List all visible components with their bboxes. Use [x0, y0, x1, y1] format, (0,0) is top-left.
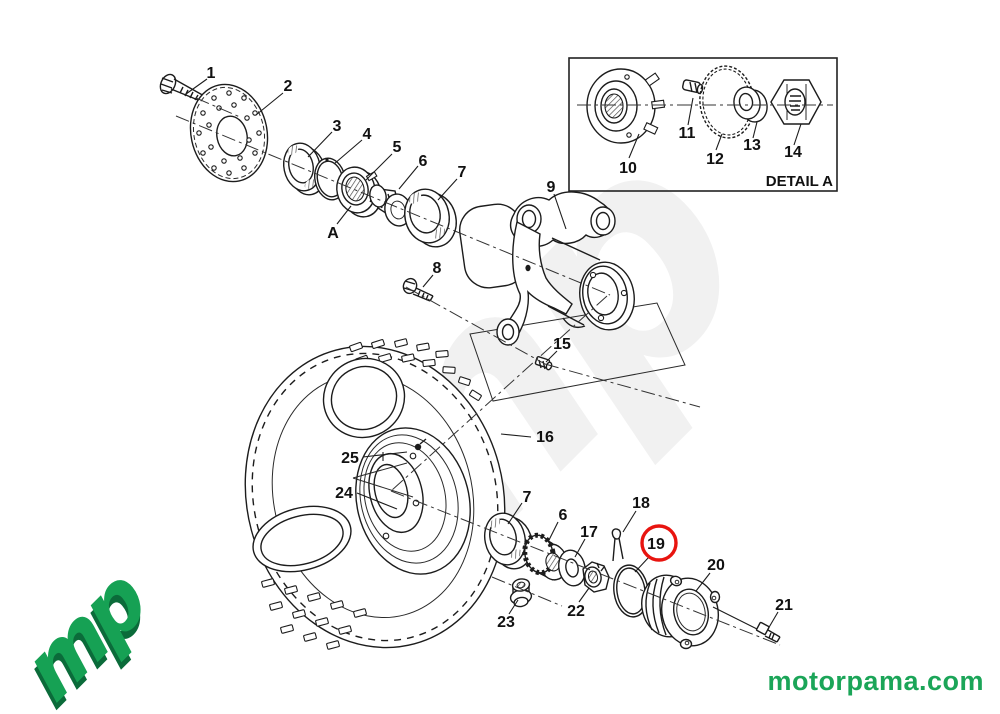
bolt-1: [159, 73, 207, 103]
highlighted-part-19-marker[interactable]: [640, 524, 678, 562]
tread-knobs-bottom: [261, 578, 367, 650]
callout-13: 13: [743, 137, 761, 154]
callout-22: 22: [567, 603, 585, 620]
callout-7: 7: [458, 164, 467, 181]
callout-6-lower: 6: [559, 507, 568, 524]
hex-nut-14: [770, 79, 822, 125]
callout-5: 5: [393, 139, 402, 156]
tire-bead-opening-top: [322, 357, 406, 439]
bolt-8: [402, 277, 434, 302]
hub-carrier-9: [459, 191, 635, 346]
callout-10: 10: [619, 160, 637, 177]
valve-stem-25: [414, 438, 427, 451]
brake-disc-2: [189, 83, 269, 183]
callout-11: 11: [679, 125, 696, 142]
callout-20: 20: [707, 557, 725, 574]
castle-hub-10: [586, 68, 666, 144]
callout-a: A: [327, 225, 339, 242]
callout-25: 25: [341, 450, 359, 467]
detail-a-label: DETAIL A: [766, 173, 833, 190]
tire-bead-opening-bottom: [252, 505, 352, 573]
callout-labels: 1 2 3 4 5 6 7 A 8 9 10 11 12 13 14 15 16…: [207, 65, 802, 631]
callout-1: 1: [207, 65, 216, 82]
tapered-bearing-6: [369, 184, 412, 227]
callout-24: 24: [335, 485, 353, 502]
bushing-13: [733, 86, 768, 123]
detail-a-box: DETAIL A: [568, 57, 838, 192]
callout-16: 16: [536, 429, 554, 446]
callout-15: 15: [553, 336, 571, 353]
hub-cap-20: [641, 574, 721, 650]
callout-6: 6: [419, 153, 428, 170]
callout-7-lower: 7: [523, 489, 532, 506]
callout-12: 12: [706, 151, 724, 168]
callout-9: 9: [547, 179, 556, 196]
callout-14: 14: [784, 144, 802, 161]
callout-4: 4: [363, 126, 372, 143]
bearing-race-7-lower: [484, 512, 533, 570]
mounting-plane-outline: [469, 302, 686, 402]
bearing-race-7: [404, 188, 457, 248]
lug-nut-23: [509, 578, 533, 608]
callout-19: 19: [647, 536, 665, 553]
tread-knobs-top: [349, 338, 482, 401]
washer-17: [558, 549, 586, 587]
center-axes: [175, 97, 833, 646]
callout-23: 23: [497, 614, 515, 631]
callout-8: 8: [433, 260, 442, 277]
callout-21: 21: [775, 597, 793, 614]
callout-3: 3: [333, 118, 342, 135]
castle-nut-22: [582, 561, 610, 593]
callout-2: 2: [284, 78, 293, 95]
disc-bolt-holes: [196, 90, 262, 176]
callout-18: 18: [632, 495, 650, 512]
leader-lines: [185, 78, 802, 630]
cotter-pin-18: [611, 528, 624, 562]
site-name-link[interactable]: motorpama.com: [767, 666, 984, 696]
tire-16: [244, 338, 506, 650]
callout-17: 17: [580, 524, 598, 541]
bolt-21: [755, 621, 781, 643]
